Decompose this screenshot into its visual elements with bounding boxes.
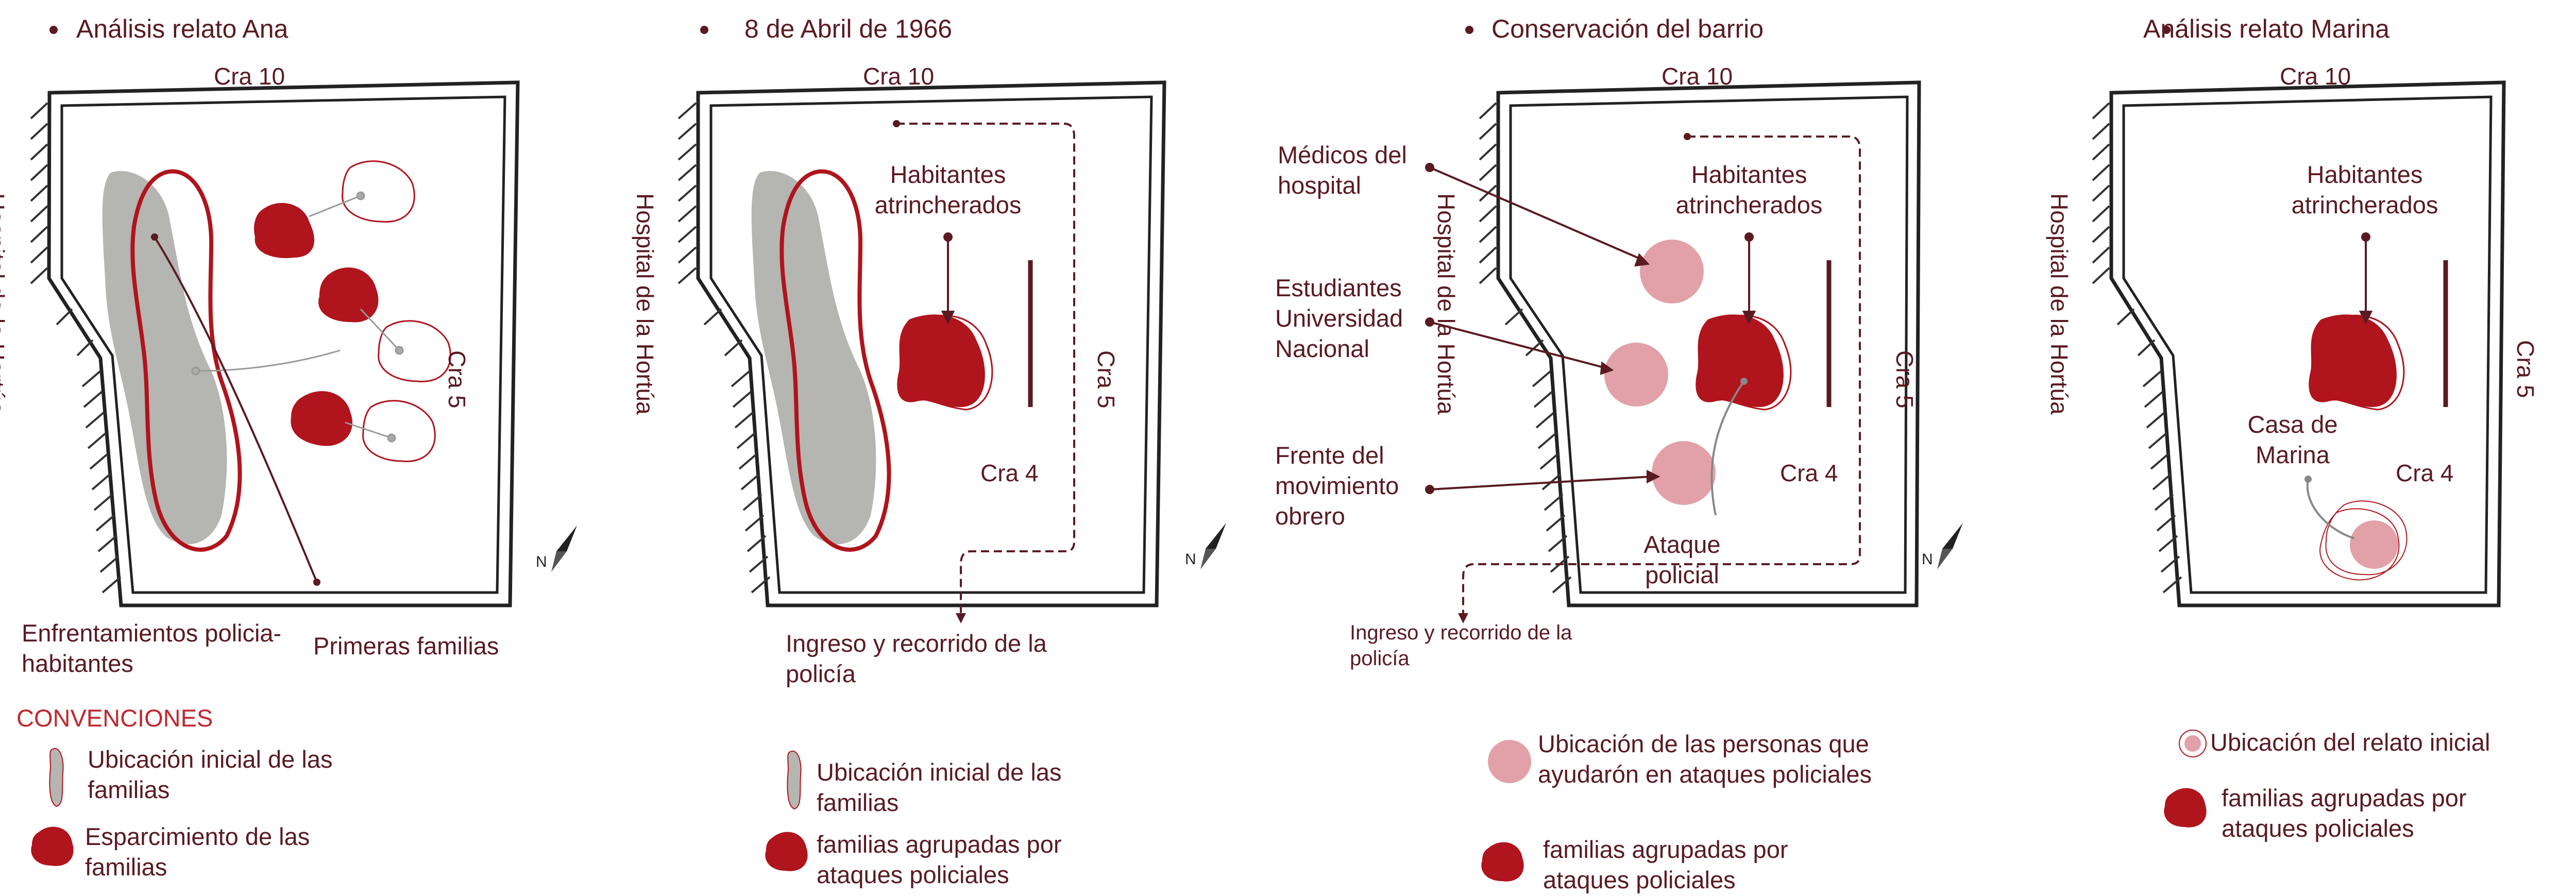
house-label: Casa de Marina <box>2247 411 2338 468</box>
street-left-label: Hospital de la Hortúa <box>632 193 658 415</box>
svg-text:N: N <box>1922 551 1933 568</box>
svg-text:N: N <box>536 553 547 570</box>
residents-blob <box>1696 314 1784 407</box>
residents-blob <box>2309 314 2397 407</box>
street-right-label: Cra 5 <box>1093 350 1120 409</box>
block-frame <box>2109 80 2506 607</box>
title-bullet <box>49 26 58 34</box>
north-arrow-icon: N <box>1922 523 1963 569</box>
first-families-label: Primeras familias <box>313 632 499 660</box>
residents-blob <box>897 314 985 407</box>
workers-label: Frente del movimiento obrero <box>1275 442 1399 530</box>
panel-april-1966: N 8 de Abril de 1966 Cra 10 Cra 5 Hospit… <box>632 0 1291 896</box>
street-right-label: Cra 5 <box>2512 340 2539 398</box>
street-inner-label: Cra 4 <box>2396 460 2454 486</box>
red-blob-icon <box>2164 788 2207 827</box>
panel-title: 8 de Abril de 1966 <box>744 14 953 43</box>
marina-house-marker <box>2319 500 2408 581</box>
block-frame <box>47 80 520 607</box>
hospital-hatch <box>677 102 771 594</box>
initial-location-zone <box>751 171 876 545</box>
red-blob-icon <box>1481 842 1524 882</box>
pink-dot-outline-icon <box>2179 730 2207 757</box>
street-top-label: Cra 10 <box>214 63 285 90</box>
panel-ana: N Análisis relato Ana Cra 10 Cra 5 Hospi… <box>0 0 644 896</box>
street-inner-label: Cra 4 <box>980 460 1039 486</box>
street-left-label: Hospital de la Hortúa <box>2046 193 2073 415</box>
title-bullet <box>700 26 708 34</box>
legend-item-dispersion: Esparcimiento de las familias <box>85 823 310 881</box>
panel-april-1966-map: N <box>677 26 1226 871</box>
legend-item-initial-story: Ubicación del relato inicial <box>2210 729 2490 756</box>
police-route <box>1462 136 1861 618</box>
block-frame <box>696 80 1166 607</box>
police-route-label: Ingreso y recorrido de la policía <box>786 630 1047 687</box>
conventions-title: CONVENCIONES <box>16 704 213 732</box>
panel-title: Análisis relato Marina <box>2143 14 2389 43</box>
svg-text:N: N <box>1185 551 1196 568</box>
legend-item-helpers: Ubicación de las personas que ayudarón e… <box>1538 730 1872 788</box>
hospital-hatch <box>30 102 122 594</box>
panel-marina: N Análisis relato Marina Cra 10 Cra 5 Ho… <box>1973 0 2576 896</box>
panel-conservation-map: N <box>1425 26 1963 882</box>
pink-circle-icon <box>1488 740 1531 783</box>
north-arrow-icon: N <box>536 526 577 572</box>
attack-label: Ataque policial <box>1643 531 1721 588</box>
street-top-label: Cra 10 <box>2280 63 2351 90</box>
initial-location-zone <box>102 171 227 545</box>
first-families-line <box>154 236 318 583</box>
block-frame <box>1496 80 1921 607</box>
legend-item-initial-location: Ubicación inicial de las familias <box>817 758 1062 816</box>
street-top-label: Cra 10 <box>863 63 935 90</box>
initial-location-outline <box>779 169 891 552</box>
panel-title: Conservación del barrio <box>1492 14 1764 43</box>
residents-label: Habitantes atrincherados <box>874 161 1022 218</box>
helper-pointers <box>1425 163 1660 494</box>
street-right-label: Cra 5 <box>1891 350 1918 409</box>
residents-pointer <box>1742 232 1756 325</box>
legend-item-grouped-families: familias agrupadas por ataques policiale… <box>1543 836 1788 893</box>
gray-zone-icon <box>787 750 802 810</box>
students-label: Estudiantes Universidad Nacional <box>1275 274 1403 362</box>
street-inner-label: Cra 4 <box>1780 460 1838 486</box>
hospital-hatch <box>1479 102 1572 594</box>
residents-pointer <box>2359 232 2373 325</box>
residents-blob-outline <box>1710 314 1792 411</box>
conflicts-label: Enfrentamientos policia-habitantes <box>22 619 282 677</box>
residents-label: Habitantes atrincherados <box>1675 161 1823 218</box>
street-left-label: Hospital de la Hortúa <box>1433 193 1460 415</box>
title-bullet <box>2162 26 2171 34</box>
street-left-label: Hospital de la Hortúa <box>0 193 9 415</box>
attack-arrow <box>1710 380 1745 516</box>
residents-pointer <box>941 232 955 325</box>
north-arrow-icon: N <box>1185 523 1226 569</box>
doctors-label: Médicos del hospital <box>1278 141 1407 199</box>
red-blob-icon <box>765 832 808 871</box>
family-dispersion-blobs <box>254 202 379 446</box>
panel-ana-map: N <box>30 26 577 866</box>
title-bullet <box>1465 26 1473 34</box>
panel-title: Análisis relato Ana <box>76 14 289 43</box>
legend-item-grouped-families: familias agrupadas por ataques policiale… <box>2222 784 2467 842</box>
panel-marina-map: N <box>2092 26 2506 827</box>
legend-item-initial-location: Ubicación inicial de las familias <box>88 746 333 803</box>
police-route <box>896 123 1075 618</box>
dispersion-arrows <box>191 191 404 443</box>
residents-blob-outline <box>911 314 993 411</box>
police-route-label: Ingreso y recorrido de la policía <box>1350 621 1572 670</box>
gray-zone-icon <box>49 748 64 807</box>
panel-conservation: N Conservación del barrio Cra 10 Cra 5 H… <box>1273 0 1968 896</box>
red-blob-icon <box>31 826 74 866</box>
legend-item-grouped-families: familias agrupadas por ataques policiale… <box>817 831 1062 888</box>
house-arrow <box>2306 479 2355 539</box>
hospital-hatch <box>2092 102 2182 594</box>
residents-label: Habitantes atrincherados <box>2291 161 2438 218</box>
street-top-label: Cra 10 <box>1662 63 1733 90</box>
initial-location-outline <box>130 169 242 552</box>
family-origin-outlines <box>342 160 451 462</box>
helper-circles <box>1604 240 1716 505</box>
street-right-label: Cra 5 <box>444 350 470 409</box>
